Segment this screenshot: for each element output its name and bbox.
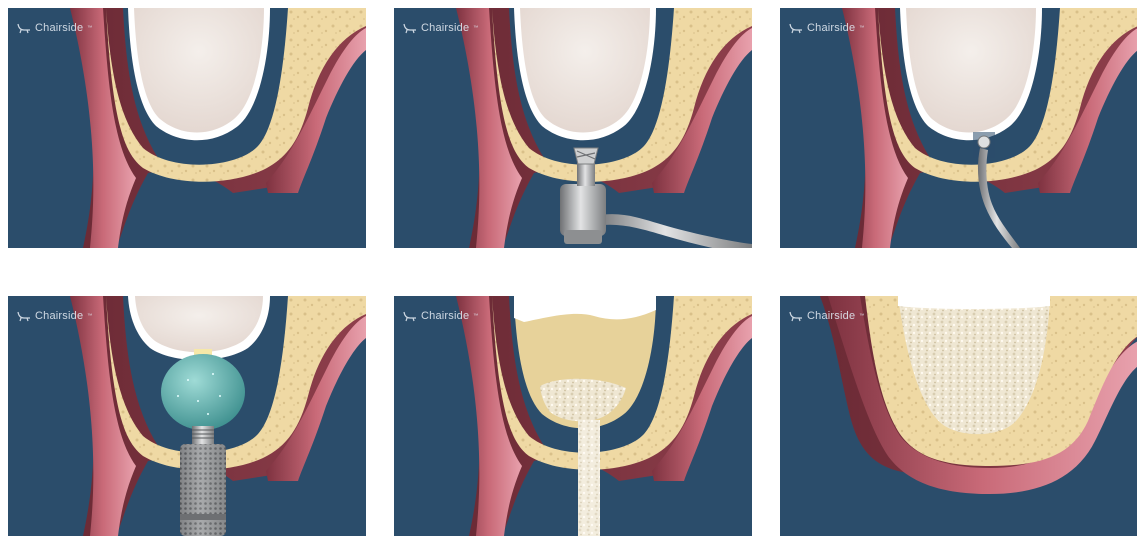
dental-chair-icon — [788, 22, 804, 34]
elevation-illustration — [780, 8, 1137, 248]
syringe-handle-icon — [180, 444, 226, 536]
logo-text: Chairside — [35, 310, 83, 322]
logo-trademark: ™ — [87, 313, 92, 319]
panel-step-5: Chairside ™ — [394, 296, 752, 536]
logo-trademark: ™ — [859, 25, 864, 31]
panel-step-1: Chairside ™ — [8, 8, 366, 248]
logo-text: Chairside — [421, 22, 469, 34]
dental-chair-icon — [16, 310, 32, 322]
logo-trademark: ™ — [87, 25, 92, 31]
chairside-logo: Chairside ™ — [788, 310, 864, 322]
dental-chair-icon — [16, 22, 32, 34]
chairside-logo: Chairside ™ — [402, 310, 478, 322]
drill-illustration — [394, 8, 752, 248]
chairside-logo: Chairside ™ — [402, 22, 478, 34]
chairside-logo: Chairside ™ — [16, 310, 92, 322]
panel-step-6: Chairside ™ — [780, 296, 1137, 536]
logo-text: Chairside — [807, 22, 855, 34]
logo-trademark: ™ — [473, 25, 478, 31]
chairside-logo: Chairside ™ — [16, 22, 92, 34]
healed-graft-illustration — [780, 296, 1137, 536]
logo-trademark: ™ — [859, 313, 864, 319]
logo-text: Chairside — [807, 310, 855, 322]
chairside-logo: Chairside ™ — [788, 22, 864, 34]
logo-text: Chairside — [35, 22, 83, 34]
graft-delivery-illustration — [394, 296, 752, 536]
panel-step-2: Chairside ™ — [394, 8, 752, 248]
logo-trademark: ™ — [473, 313, 478, 319]
dental-chair-icon — [402, 310, 418, 322]
sinus-anatomy-illustration — [8, 8, 366, 248]
balloon-illustration — [8, 296, 366, 536]
dental-chair-icon — [402, 22, 418, 34]
panel-step-4: Chairside ™ — [8, 296, 366, 536]
panel-step-3: Chairside ™ — [780, 8, 1137, 248]
dental-chair-icon — [788, 310, 804, 322]
logo-text: Chairside — [421, 310, 469, 322]
